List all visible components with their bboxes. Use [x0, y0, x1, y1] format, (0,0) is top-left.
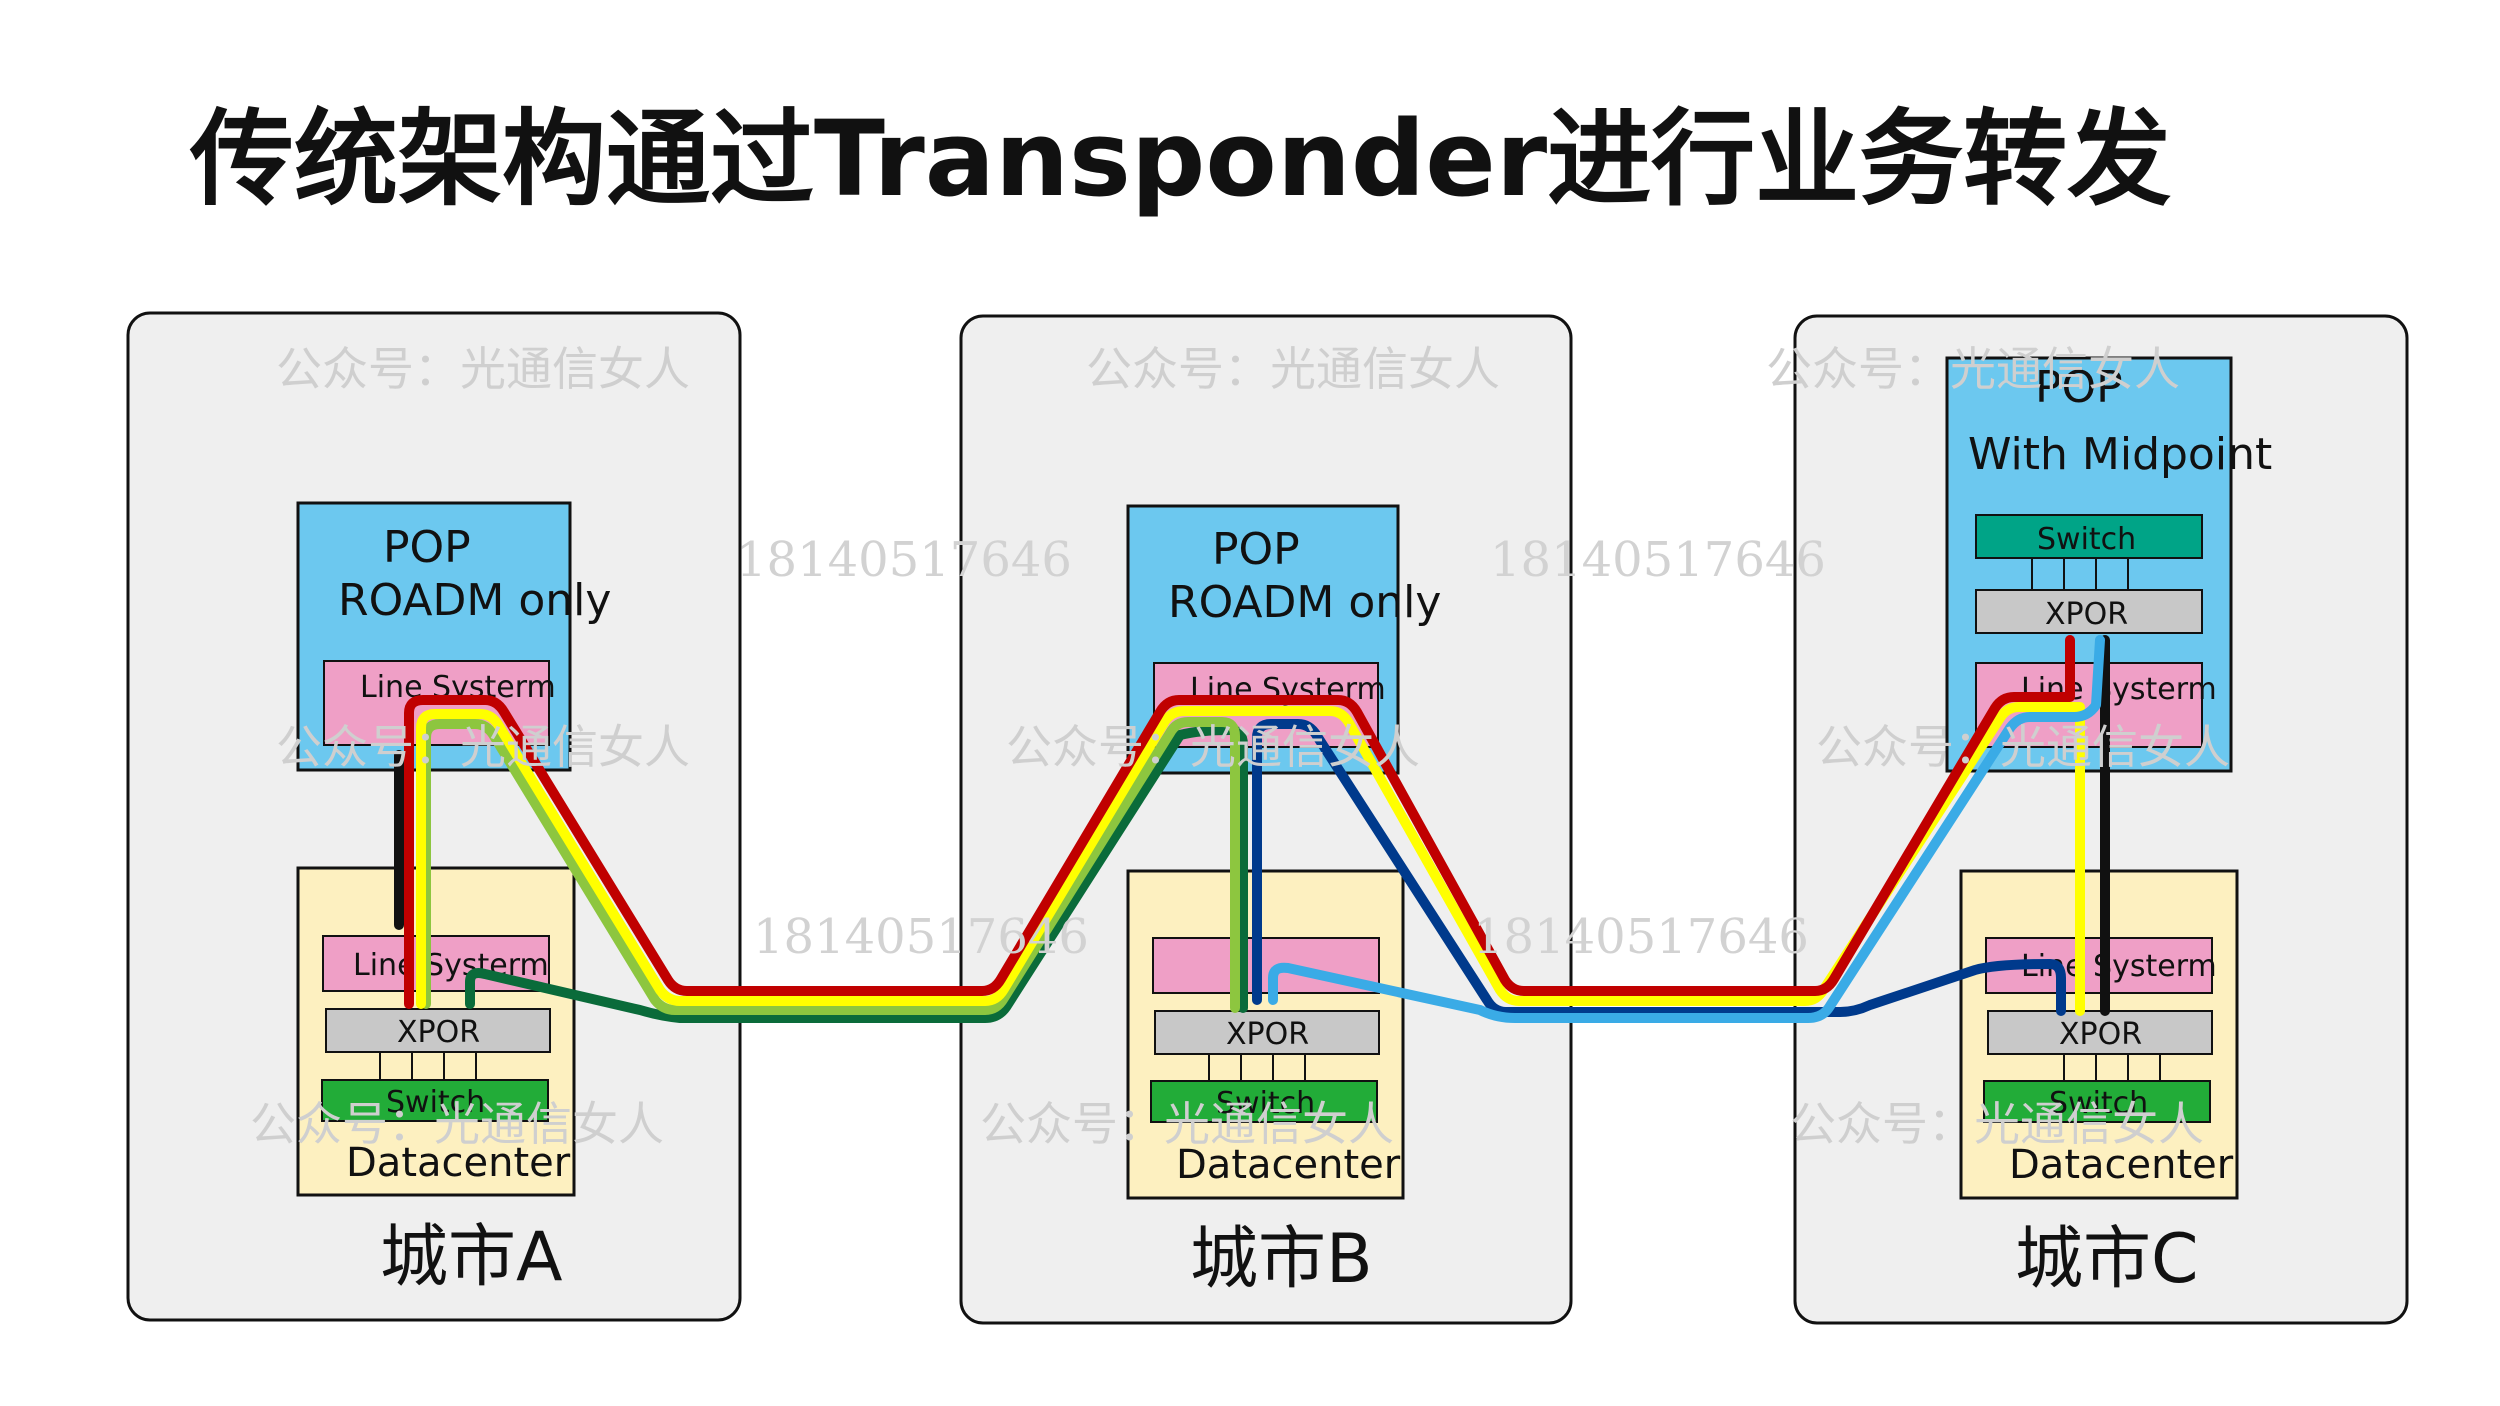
fiber-light-green — [421, 717, 1240, 1015]
dc-switch-c — [1983, 1080, 2211, 1123]
pop-subtitle-a: ROADM only — [338, 575, 611, 626]
pop-xpor-c — [1975, 589, 2203, 634]
watermark-account-1: 公众号：光通信女人 — [276, 342, 690, 396]
watermark-account-3: 公众号：光通信女人 — [1766, 342, 2180, 396]
watermark-account-9: 公众号：光通信女人 — [1790, 1097, 2204, 1151]
pop-subtitle-b: ROADM only — [1168, 577, 1441, 628]
watermark-account-5: 公众号：光通信女人 — [1006, 720, 1420, 774]
dc-switch-label-a: Switch — [386, 1085, 485, 1120]
city-label-a: 城市A — [380, 1218, 563, 1297]
watermarks: 公众号：光通信女人 公众号：光通信女人 公众号：光通信女人 公众号：光通信女人 … — [250, 342, 2230, 1151]
watermark-account-8: 公众号：光通信女人 — [980, 1097, 1394, 1151]
datacenter-b: XPOR Switch Datacenter — [1126, 869, 1405, 1200]
datacenter-label-c: Datacenter — [2009, 1142, 2234, 1188]
city-panel-a — [126, 311, 742, 1322]
pop-title-c: POP — [2035, 362, 2123, 413]
city-label-c: 城市C — [2015, 1220, 2198, 1299]
pop-switch-label-c: Switch — [2037, 522, 2136, 557]
watermark-account-6: 公众号：光通信女人 — [1816, 720, 2230, 774]
dc-switch-label-b: Switch — [1216, 1086, 1315, 1121]
watermark-account-7: 公众号：光通信女人 — [250, 1097, 664, 1151]
fiber-navy — [1252, 719, 2066, 1017]
dc-xpor-label-a: XPOR — [397, 1015, 480, 1050]
page-title: 传统架构通过Transponder进行业务转发 — [189, 98, 2171, 220]
dc-xpor-b — [1154, 1010, 1380, 1055]
fiber-sky-blue — [1268, 635, 2105, 1023]
watermark-account-4: 公众号：光通信女人 — [276, 720, 690, 774]
dc-switch-label-c: Switch — [2049, 1086, 2148, 1121]
city-panel-b — [959, 314, 1573, 1325]
pop-title-a: POP — [383, 522, 471, 573]
city-label-b: 城市B — [1190, 1220, 1373, 1299]
fiber-red — [404, 635, 2075, 1009]
pop-a: POP ROADM only Line Systerm — [296, 501, 611, 772]
pop-xpor-label-c: XPOR — [2045, 597, 2128, 632]
dc-switch-a — [321, 1079, 549, 1122]
dc-switch-b — [1150, 1080, 1378, 1123]
watermark-phone-1: 18140517646 — [736, 532, 1072, 588]
dc-xpor-label-b: XPOR — [1226, 1017, 1309, 1052]
dc-xpor-label-c: XPOR — [2059, 1017, 2142, 1052]
watermark-account-2: 公众号：光通信女人 — [1086, 342, 1500, 396]
pop-switch-c — [1975, 514, 2203, 559]
pop-title-b: POP — [1212, 524, 1300, 575]
datacenter-c: Line Systerm XPOR Switch Datacenter — [1959, 869, 2239, 1200]
dc-xpor-a — [325, 1008, 551, 1053]
pop-subtitle-c: With Midpoint — [1968, 429, 2272, 480]
datacenter-label-a: Datacenter — [346, 1140, 571, 1186]
watermark-phone-3: 18140517646 — [753, 909, 1089, 965]
pop-switch-xpor-links-c — [2031, 557, 2129, 590]
datacenter-a: Line Systerm XPOR Switch Datacenter — [296, 866, 576, 1197]
dc-xpor-c — [1987, 1010, 2213, 1055]
datacenter-label-b: Datacenter — [1176, 1142, 1401, 1188]
watermark-phone-4: 18140517646 — [1473, 909, 1809, 965]
watermark-phone-2: 18140517646 — [1490, 532, 1826, 588]
fiber-yellow — [416, 702, 2085, 1016]
fiber-dark-green — [465, 730, 1185, 1023]
